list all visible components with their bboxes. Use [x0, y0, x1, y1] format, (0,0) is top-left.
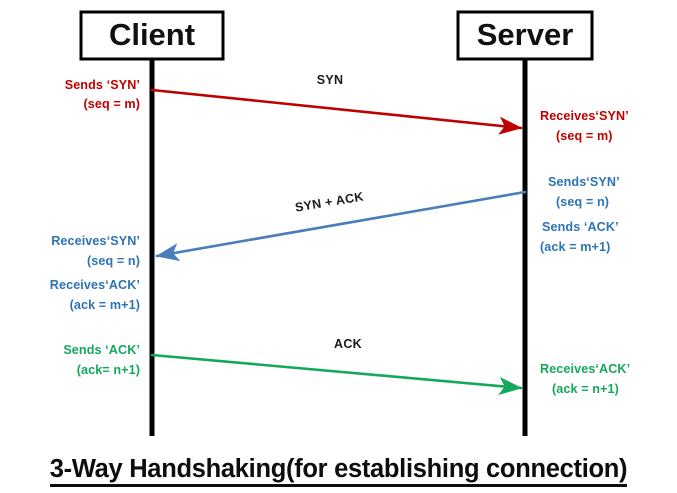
ack-arrow-label: ACK [334, 337, 362, 351]
annotation-server-sends-syn: Sends‘SYN’ (seq = n) [548, 175, 620, 209]
client-annotations: Sends ‘SYN’ (seq = m) Receives‘SYN’ (seq… [50, 78, 140, 377]
annotation-line: (seq = n) [556, 195, 609, 209]
syn-ack-arrow-label: SYN + ACK [294, 189, 365, 214]
annotation-server-receives-syn: Receives‘SYN’ (seq = m) [540, 109, 629, 143]
message-syn: SYN [150, 73, 523, 135]
ack-arrow [150, 353, 523, 396]
annotation-server-sends-ack: Sends ‘ACK’ (ack = m+1) [540, 220, 619, 254]
annotation-line: Receives‘SYN’ [51, 234, 140, 248]
annotation-line: (seq = m) [83, 97, 140, 111]
annotation-line: (seq = n) [87, 254, 140, 268]
syn-ack-arrow [155, 190, 527, 262]
annotation-line: Sends ‘ACK’ [542, 220, 619, 234]
annotation-client-sends-ack: Sends ‘ACK’ (ack= n+1) [63, 343, 140, 377]
annotation-client-receives-syn: Receives‘SYN’ (seq = n) [51, 234, 140, 268]
annotation-line: Receives‘ACK’ [540, 362, 630, 376]
message-ack: ACK [150, 337, 523, 396]
annotation-line: (ack = m+1) [70, 298, 140, 312]
annotation-client-sends-syn: Sends ‘SYN’ (seq = m) [65, 78, 140, 111]
annotation-line: (ack = n+1) [552, 382, 619, 396]
annotation-line: (ack = m+1) [540, 240, 610, 254]
client-node: Client [79, 10, 225, 61]
diagram-caption: 3-Way Handshaking(for establishing conne… [0, 455, 677, 487]
server-box [456, 10, 594, 61]
diagram-caption-text: 3-Way Handshaking(for establishing conne… [49, 456, 628, 487]
annotation-line: Sends ‘SYN’ [65, 78, 140, 92]
annotation-line: Receives‘SYN’ [540, 109, 629, 123]
server-node: Server [456, 10, 594, 61]
annotation-line: Sends ‘ACK’ [63, 343, 140, 357]
server-label: Server [477, 17, 574, 52]
syn-arrow [150, 88, 523, 135]
annotation-server-receives-ack: Receives‘ACK’ (ack = n+1) [540, 362, 630, 396]
client-label: Client [109, 17, 195, 52]
client-box [79, 10, 225, 61]
annotation-client-receives-ack: Receives‘ACK’ (ack = m+1) [50, 278, 140, 312]
annotation-line: (seq = m) [556, 129, 613, 143]
annotation-line: (ack= n+1) [77, 363, 140, 377]
message-syn-ack: SYN + ACK [155, 189, 527, 262]
annotation-line: Sends‘SYN’ [548, 175, 620, 189]
server-annotations: Receives‘SYN’ (seq = m) Sends‘SYN’ (seq … [540, 109, 630, 396]
annotation-line: Receives‘ACK’ [50, 278, 140, 292]
syn-arrow-label: SYN [317, 73, 344, 87]
